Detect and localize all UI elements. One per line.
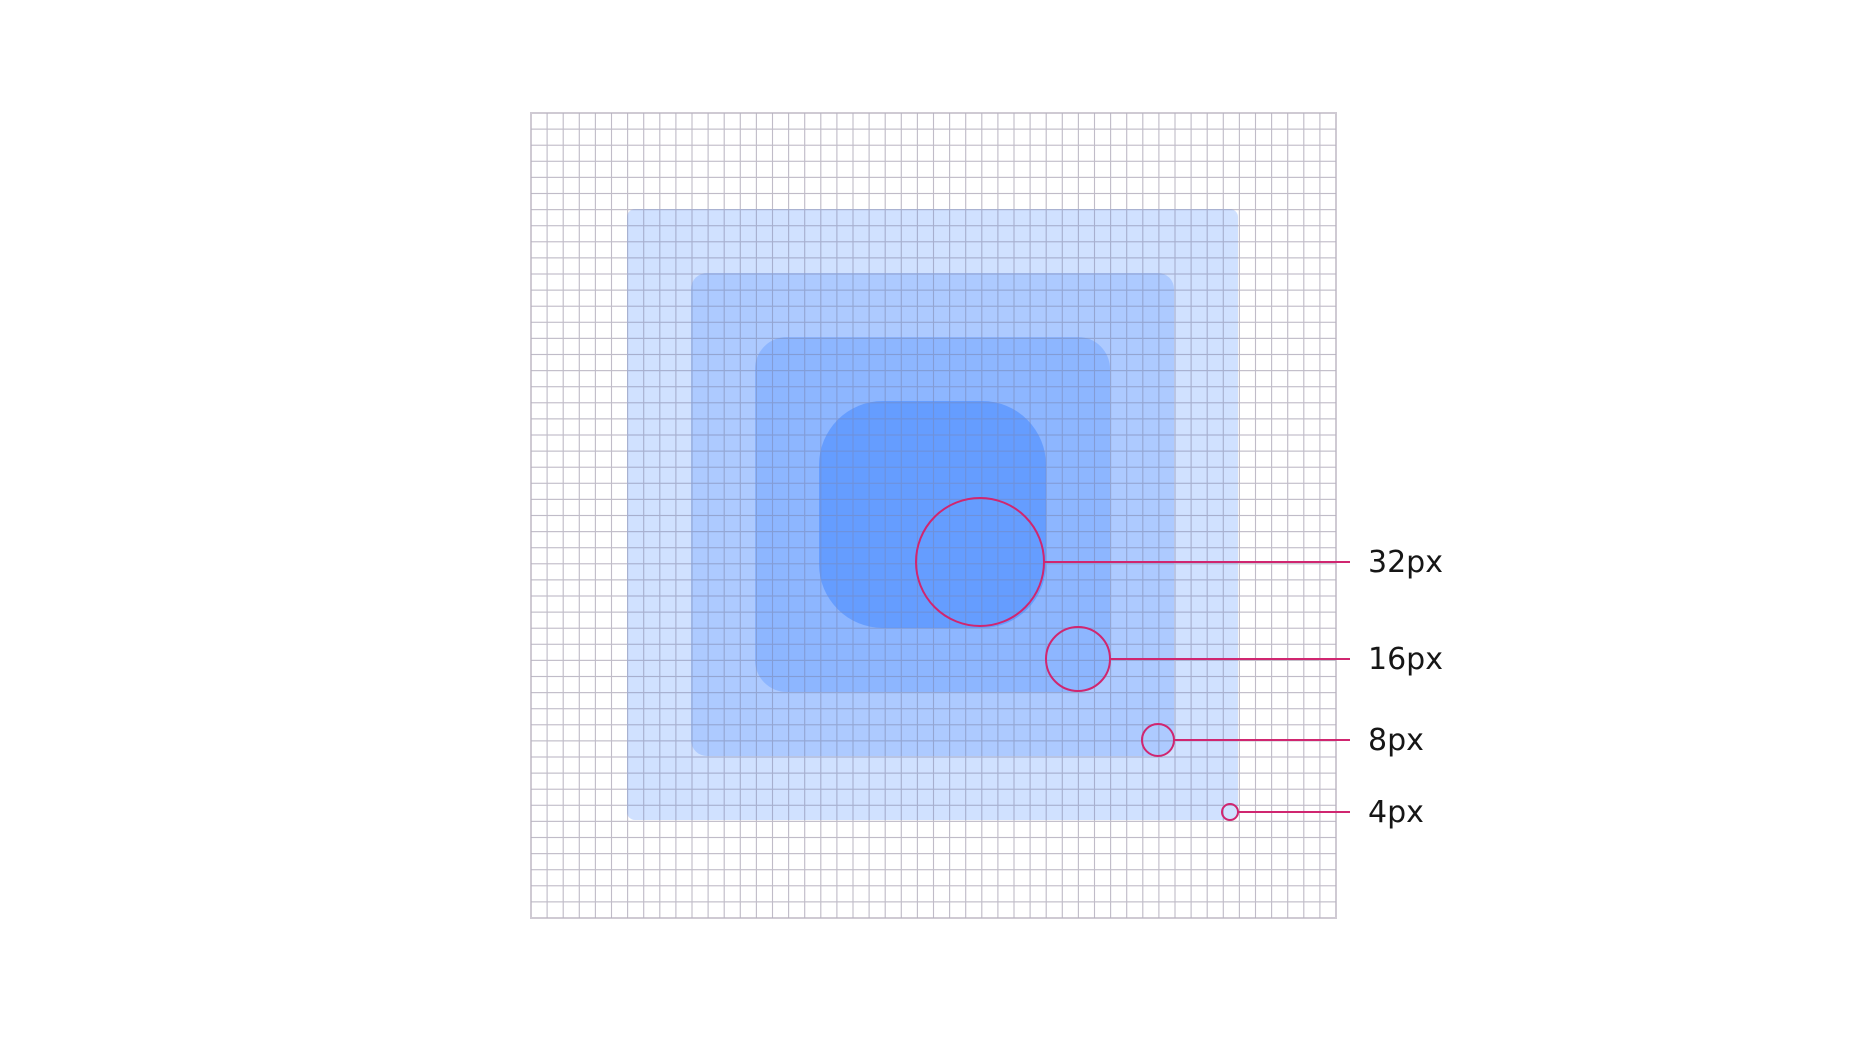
grid [530, 112, 1337, 919]
nested-squares [627, 209, 1238, 820]
grid-border [530, 112, 1337, 919]
label-16px: 16px [1368, 642, 1443, 677]
grid-overlay [531, 113, 1336, 918]
annotations [915, 497, 1350, 821]
annotation-labels: 32px 16px 8px 4px [1368, 545, 1443, 830]
label-4px: 4px [1368, 795, 1424, 830]
square-radius-32 [819, 401, 1046, 628]
grid-lines [531, 113, 1336, 918]
label-8px: 8px [1368, 723, 1424, 758]
label-32px: 32px [1368, 545, 1443, 580]
